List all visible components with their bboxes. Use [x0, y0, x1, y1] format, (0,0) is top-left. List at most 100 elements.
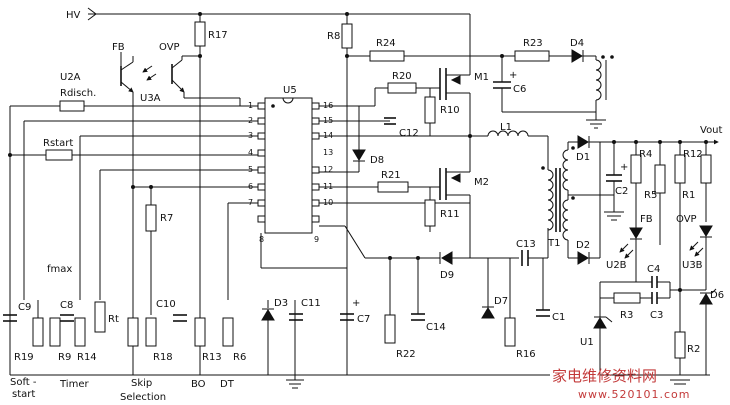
- c11-label: C11: [301, 298, 321, 309]
- mosfet-m1: M1: [430, 68, 489, 136]
- r24-label: R24: [376, 38, 396, 49]
- d1-label: D1: [576, 152, 590, 163]
- t1-label: T1: [547, 238, 560, 249]
- c1-label: C1: [552, 312, 565, 323]
- left-wiring: Rdisch. Rstart: [8, 88, 262, 375]
- optocoupler-u2b-u3b: FB U2B OVP U3B: [606, 214, 713, 290]
- r21-label: R21: [381, 170, 401, 181]
- capacitor-c6: + C6: [493, 56, 526, 112]
- u5-left-pins: 1 2 3 4 5 6 7 8: [248, 101, 266, 244]
- d9-label: D9: [440, 270, 454, 281]
- r14-label: R14: [77, 352, 97, 363]
- r6-label: R6: [233, 352, 246, 363]
- c8-label: C8: [60, 300, 73, 311]
- r8-label: R8: [327, 31, 340, 42]
- soft-start-label-2: start: [12, 389, 35, 400]
- r18-label: R18: [153, 352, 173, 363]
- c7-label: C7: [357, 314, 370, 325]
- r4-label: R4: [639, 149, 652, 160]
- u1-label: U1: [580, 337, 594, 348]
- pin-8: 8: [259, 235, 264, 244]
- pin-12: 12: [323, 165, 333, 174]
- u5-label: U5: [283, 85, 297, 96]
- c9-label: C9: [18, 302, 31, 313]
- rdisch-label: Rdisch.: [60, 88, 96, 99]
- fb-right-label: FB: [640, 214, 653, 225]
- m2-label: M2: [474, 177, 489, 188]
- skip-label-1: Skip: [131, 378, 152, 389]
- r5-label: R5: [644, 190, 657, 201]
- pin-9: 9: [314, 235, 319, 244]
- r17-label: R17: [208, 30, 228, 41]
- d7-label: D7: [494, 296, 508, 307]
- c6-label: C6: [513, 84, 526, 95]
- d8-label: D8: [370, 155, 384, 166]
- m1-label: M1: [474, 72, 489, 83]
- bo-label: BO: [191, 379, 206, 390]
- gate-drive: R20 C12 D8 R21: [319, 71, 472, 259]
- ovp-top-label: OVP: [159, 42, 180, 53]
- c10-label: C10: [156, 299, 176, 310]
- inductor-l1: L1: [470, 122, 549, 170]
- r10-label: R10: [440, 105, 460, 116]
- r9-label: R9: [58, 352, 71, 363]
- capacitor-c2: + C2: [604, 140, 628, 221]
- mosfet-m2: M2: [430, 136, 489, 258]
- c4-label: C4: [647, 264, 660, 275]
- skip-label-2: Selection: [120, 392, 166, 403]
- resistor-r8: R8: [327, 12, 353, 300]
- c14-label: C14: [426, 322, 446, 333]
- u3b-label: U3B: [682, 260, 703, 271]
- resistor-r11: R11: [424, 187, 460, 232]
- vout-label: Vout: [700, 125, 723, 136]
- timer-label: Timer: [59, 379, 89, 390]
- watermark-url: www.520101.com: [578, 388, 690, 401]
- r2-label: R2: [687, 344, 700, 355]
- rstart-label: Rstart: [43, 138, 73, 149]
- r24-r23-line: R24 R23 D4: [347, 38, 596, 63]
- hv-rail: HV: [66, 7, 470, 21]
- watermark-cn: 家电维修资料网: [552, 367, 657, 385]
- r22-label: R22: [396, 349, 416, 360]
- soft-start-label-1: Soft -: [10, 377, 37, 388]
- r13-label: R13: [202, 352, 222, 363]
- pin-4: 4: [248, 148, 253, 157]
- u3a-label: U3A: [140, 93, 161, 104]
- bottom-left-components: C9 R19 C8 R9 R14 Rt R18 C10 R13 R6 fmax: [3, 264, 355, 376]
- r12-label: R12: [683, 149, 703, 160]
- l1-label: L1: [500, 122, 512, 133]
- ovp-right-label: OVP: [676, 214, 697, 225]
- r16-label: R16: [516, 349, 536, 360]
- fb-top-label: FB: [112, 42, 125, 53]
- hv-label: HV: [66, 10, 81, 21]
- d3-label: D3: [274, 298, 288, 309]
- secondary-rectifier: D1 D2 Vout: [567, 125, 723, 265]
- resistor-r7: R7: [145, 185, 173, 315]
- pin-13: 13: [323, 148, 333, 157]
- feedback-network: C4 R3 C3 U1 R2 D6: [580, 264, 724, 385]
- r20-label: R20: [392, 71, 412, 82]
- c2-plus: +: [620, 162, 628, 173]
- bottom-net-labels: Soft - start Timer Skip Selection BO DT: [10, 377, 235, 403]
- watermark: 家电维修资料网 www.520101.com: [552, 367, 690, 401]
- c12-label: C12: [399, 128, 419, 139]
- r23-label: R23: [523, 38, 543, 49]
- fmax-label: fmax: [47, 264, 72, 275]
- c3-label: C3: [650, 310, 663, 321]
- r1-label: R1: [682, 190, 695, 201]
- r7-label: R7: [160, 213, 173, 224]
- r19-label: R19: [14, 352, 34, 363]
- c2-label: C2: [615, 186, 628, 197]
- u2b-label: U2B: [606, 260, 627, 271]
- r3-label: R3: [620, 310, 633, 321]
- resistor-r10: R10: [424, 88, 460, 136]
- diode-d9: D9: [439, 251, 519, 281]
- r11-label: R11: [440, 209, 460, 220]
- d2-label: D2: [576, 240, 590, 251]
- transformer-t1: T1: [541, 146, 614, 249]
- primary-bottom: R22 C14 D7 R16 C1: [346, 256, 565, 376]
- c7-plus: +: [352, 298, 360, 309]
- rt-label: Rt: [108, 314, 119, 325]
- c6-plus: +: [509, 70, 517, 81]
